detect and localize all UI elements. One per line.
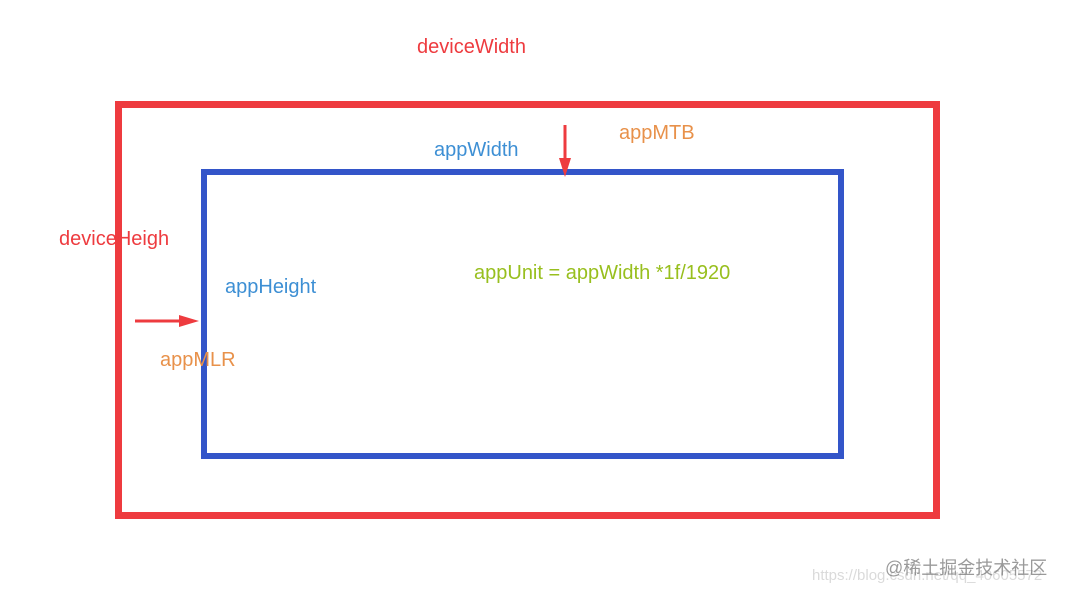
device-width-label: deviceWidth <box>417 36 526 58</box>
app-frame <box>201 169 844 459</box>
app-mlr-label: appMLR <box>160 349 236 371</box>
app-mtb-label: appMTB <box>619 122 695 144</box>
watermark-brand: @稀土掘金技术社区 <box>885 558 1048 578</box>
app-height-label: appHeight <box>225 276 317 298</box>
app-unit-formula: appUnit = appWidth *1f/1920 <box>474 262 731 284</box>
device-height-label: deviceHeigh <box>59 228 170 250</box>
device-frame <box>115 101 940 519</box>
app-width-label: appWidth <box>434 139 519 161</box>
watermark-url: https://blog.csdn.net/qq_40605572 <box>812 567 1043 584</box>
